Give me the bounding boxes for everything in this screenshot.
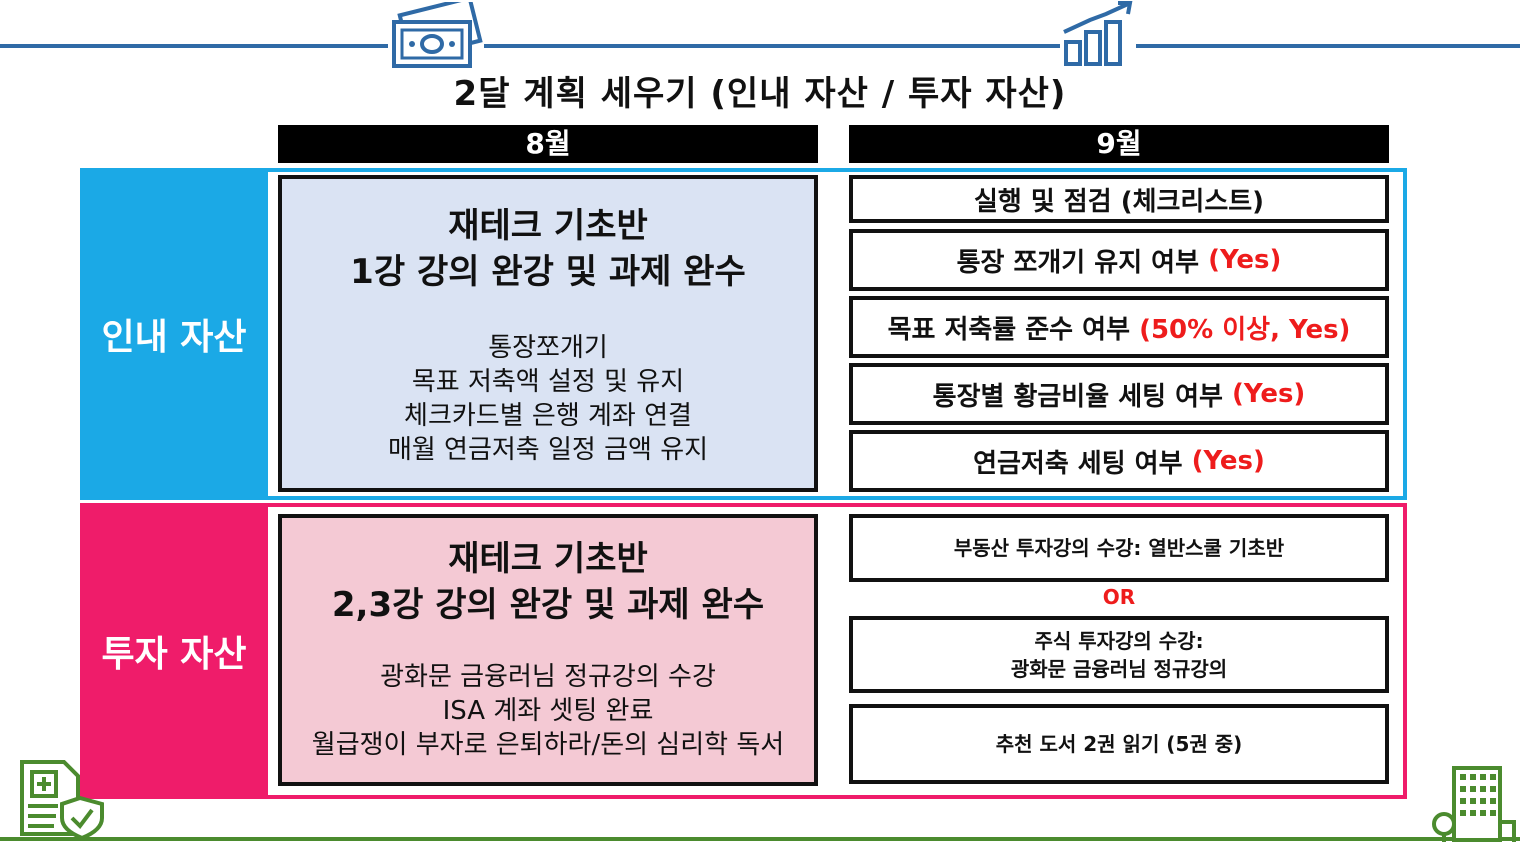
august-patience-heading: 재테크 기초반 1강 강의 완강 및 과제 완수 bbox=[350, 206, 746, 292]
month-header-august: 8월 bbox=[278, 125, 818, 163]
september-checklist-item: 연금저축 세팅 여부 (Yes) bbox=[849, 430, 1389, 492]
august-invest-heading: 재테크 기초반 2,3강 강의 완강 및 과제 완수 bbox=[331, 539, 765, 625]
september-checklist-item: 통장별 황금비율 세팅 여부 (Yes) bbox=[849, 363, 1389, 425]
september-invest-option-stock: 주식 투자강의 수강: 광화문 금융러님 정규강의 bbox=[849, 616, 1389, 693]
list-item: 광화문 금융러님 정규강의 수강 bbox=[380, 662, 716, 692]
august-invest-items: 광화문 금융러님 정규강의 수강 ISA 계좌 셋팅 완료 월급쟁이 부자로 은… bbox=[312, 660, 784, 762]
september-invest-reading: 추천 도서 2권 읽기 (5권 중) bbox=[849, 704, 1389, 784]
month-header-september: 9월 bbox=[849, 125, 1389, 163]
top-divider-line bbox=[0, 44, 1520, 48]
september-checklist-item: 실행 및 점검 (체크리스트) bbox=[849, 175, 1389, 223]
list-item: ISA 계좌 셋팅 완료 bbox=[442, 696, 654, 726]
category-invest-asset: 투자 자산 bbox=[80, 503, 268, 799]
list-item: 매월 연금저축 일정 금액 유지 bbox=[387, 435, 709, 465]
or-label: OR bbox=[1102, 585, 1136, 609]
list-item: 목표 저축액 설정 및 유지 bbox=[411, 367, 685, 397]
list-item: 통장쪼개기 bbox=[488, 333, 608, 363]
building-icon bbox=[1432, 766, 1516, 842]
august-patience-items: 통장쪼개기 목표 저축액 설정 및 유지 체크카드별 은행 계좌 연결 매월 연… bbox=[388, 331, 708, 467]
insurance-document-icon bbox=[20, 760, 104, 840]
category-patience-asset: 인내 자산 bbox=[80, 168, 268, 500]
september-checklist-item: 통장 쪼개기 유지 여부 (Yes) bbox=[849, 229, 1389, 291]
september-checklist-item: 목표 저축률 준수 여부 (50% 이상, Yes) bbox=[849, 296, 1389, 358]
money-icon bbox=[388, 2, 484, 72]
growth-chart-icon bbox=[1060, 0, 1136, 66]
september-invest-option-realestate: 부동산 투자강의 수강: 열반스쿨 기초반 bbox=[849, 514, 1389, 582]
august-invest-box: 재테크 기초반 2,3강 강의 완강 및 과제 완수 광화문 금융러님 정규강의… bbox=[278, 514, 818, 786]
page-title: 2달 계획 세우기 (인내 자산 / 투자 자산) bbox=[453, 74, 1067, 114]
august-patience-box: 재테크 기초반 1강 강의 완강 및 과제 완수 통장쪼개기 목표 저축액 설정… bbox=[278, 175, 818, 492]
list-item: 월급쟁이 부자로 은퇴하라/돈의 심리학 독서 bbox=[311, 730, 785, 760]
bottom-divider-line bbox=[0, 837, 1520, 841]
list-item: 체크카드별 은행 계좌 연결 bbox=[404, 401, 692, 431]
